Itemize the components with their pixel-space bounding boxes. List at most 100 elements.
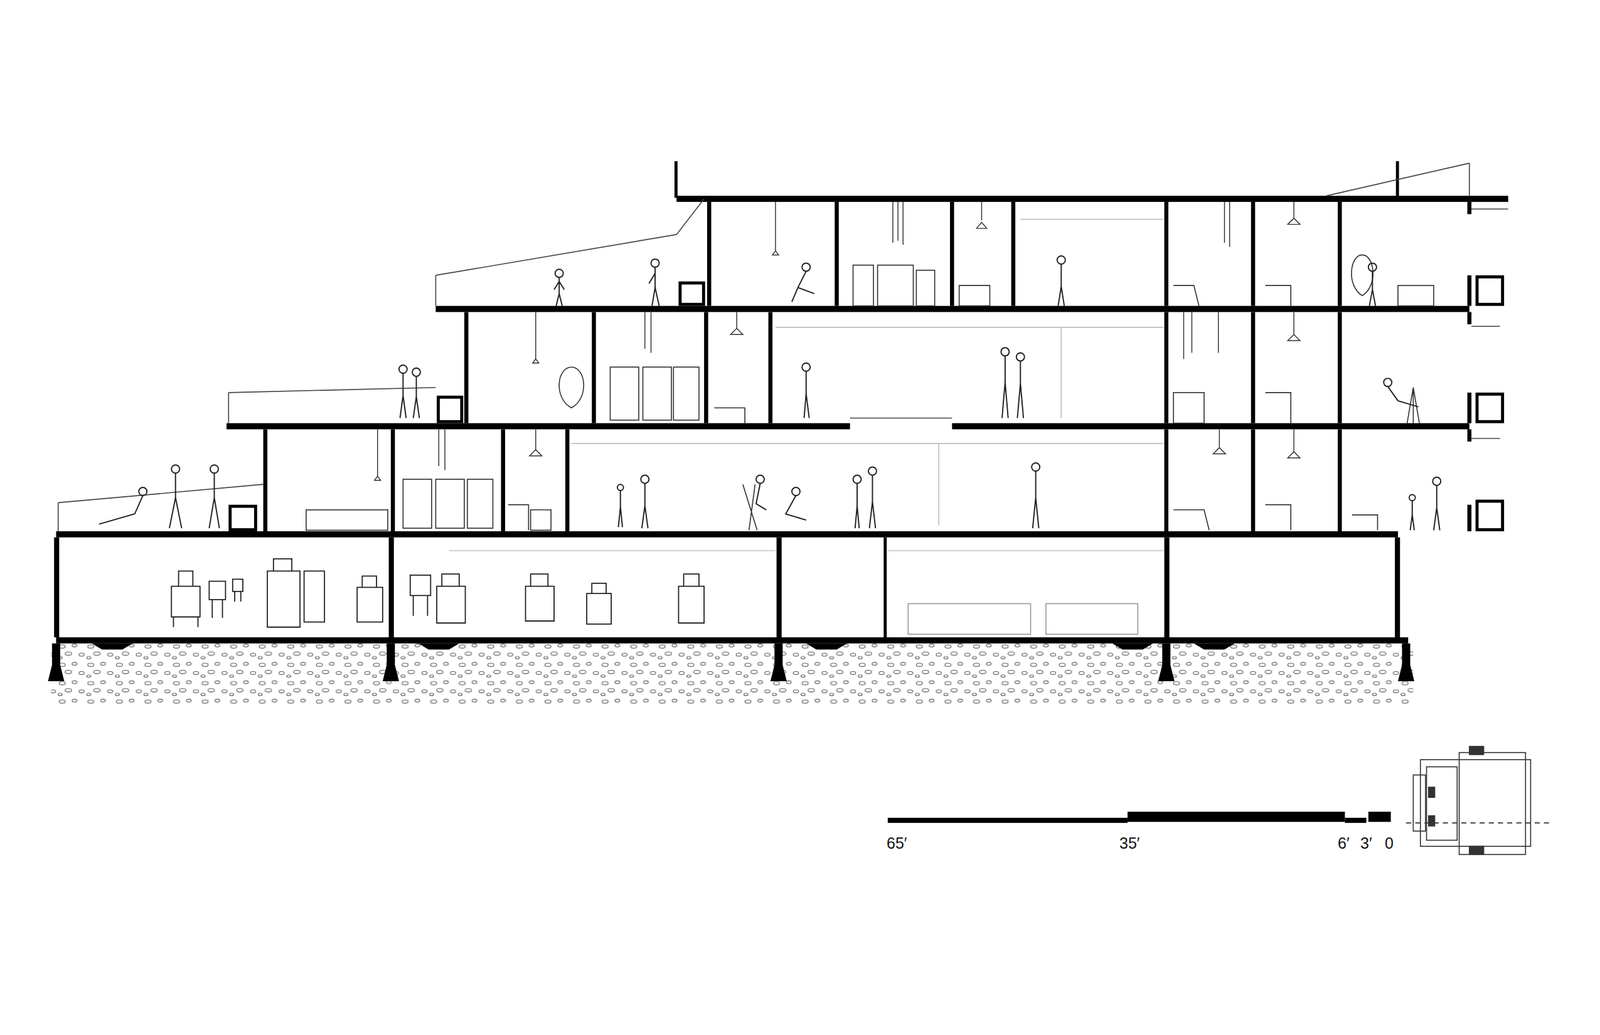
drawing-part	[877, 265, 914, 307]
drawing-part	[231, 508, 255, 529]
drawing-part	[1045, 603, 1138, 635]
drawing-part	[648, 259, 659, 307]
drawing-part	[1251, 202, 1256, 307]
drawing-part	[1344, 818, 1366, 824]
drawing-part	[1213, 429, 1227, 454]
drawing-part	[171, 570, 201, 627]
drawing-part	[586, 583, 612, 625]
drawing-part	[916, 270, 935, 307]
drawing-part	[1467, 311, 1472, 325]
drawing-part	[1467, 392, 1472, 424]
drawing-part	[1394, 537, 1400, 638]
drawing-part	[855, 483, 860, 529]
drawing-part	[1016, 352, 1025, 361]
drawing-part	[501, 429, 506, 532]
drawing-part	[228, 387, 436, 393]
drawing-part	[1337, 311, 1343, 423]
drawing-part	[1467, 429, 1472, 442]
machines	[171, 559, 704, 628]
drawing-part	[412, 368, 421, 419]
drawing-part	[171, 464, 180, 474]
drawing-part	[742, 484, 758, 531]
drawing-part	[1475, 392, 1505, 424]
drawing-part	[801, 363, 811, 419]
drawing-part	[853, 475, 862, 529]
drawing-part	[1471, 437, 1501, 440]
drawing-part	[648, 267, 659, 307]
scale-label: 35′	[1119, 835, 1141, 852]
planter-fill	[231, 278, 1501, 529]
drawing-part	[868, 467, 877, 529]
drawing-part	[1428, 815, 1435, 826]
drawing-part	[1057, 256, 1066, 307]
drawing-part	[1251, 429, 1256, 532]
drawing-part	[169, 464, 182, 529]
drawing-part	[1164, 202, 1169, 307]
drawing-part	[806, 643, 848, 651]
drawing-part	[1368, 262, 1377, 306]
drawing-part	[853, 475, 862, 484]
drawing-part	[1469, 846, 1484, 855]
ground-gravel	[50, 643, 1414, 706]
thin-lines	[58, 163, 1509, 635]
drawing-part	[413, 376, 420, 419]
scale-label: 65′	[886, 835, 908, 852]
drawing-part	[1478, 395, 1501, 421]
drawing-part	[772, 202, 779, 256]
drawing-part	[436, 574, 466, 624]
drawing-part	[435, 306, 1469, 313]
walls	[53, 161, 1504, 638]
drawing-part	[785, 495, 807, 521]
drawing-part	[951, 423, 1470, 430]
drawing-part	[1224, 202, 1230, 248]
drawing-part	[678, 281, 705, 307]
drawing-part	[678, 574, 704, 624]
drawing-part	[232, 579, 243, 602]
drawing-part	[435, 479, 465, 529]
drawing-part	[1164, 311, 1169, 423]
drawing-part	[1194, 643, 1235, 651]
drawing-part	[1251, 311, 1256, 423]
scale-label: 3′	[1360, 835, 1373, 852]
drawing-part	[1337, 202, 1343, 307]
pendant-lights	[374, 202, 1301, 481]
drawing-part	[892, 202, 903, 245]
drawing-part	[1287, 202, 1301, 225]
drawing-part	[227, 392, 230, 424]
drawing-part	[869, 475, 876, 529]
drawing-part	[1475, 275, 1505, 307]
drawing-part	[55, 637, 1408, 644]
drawing-part	[1016, 352, 1025, 418]
drawing-part	[1433, 485, 1440, 531]
drawing-part	[1000, 347, 1009, 418]
drawing-part	[1337, 429, 1343, 532]
drawing-part	[1011, 202, 1016, 307]
drawing-part	[1183, 311, 1218, 359]
drawing-part	[464, 311, 469, 423]
drawing-part	[1397, 285, 1434, 307]
drawing-part	[1397, 643, 1415, 682]
drawing-part	[938, 443, 940, 526]
drawing-part	[949, 202, 955, 307]
drawing-part	[99, 487, 147, 525]
drawing-part	[91, 643, 133, 651]
drawing-part	[1459, 752, 1526, 856]
drawing-part	[617, 484, 624, 491]
drawing-part	[1351, 254, 1373, 296]
drawing-part	[1287, 311, 1301, 341]
drawing-part	[676, 198, 704, 235]
drawing-part	[1409, 494, 1416, 531]
drawing-part	[374, 429, 381, 480]
drawing-part	[1368, 811, 1392, 822]
drawing-part	[1475, 500, 1505, 532]
drawing-part	[1471, 208, 1509, 210]
drawing-part	[226, 423, 851, 430]
drawing-part	[674, 161, 678, 199]
drawing-part	[435, 234, 677, 276]
drawing-part	[1002, 355, 1009, 418]
drawing-part	[555, 269, 564, 278]
drawing-part	[651, 259, 660, 268]
drawing-part	[1368, 262, 1377, 272]
floor-slabs	[55, 195, 1508, 650]
